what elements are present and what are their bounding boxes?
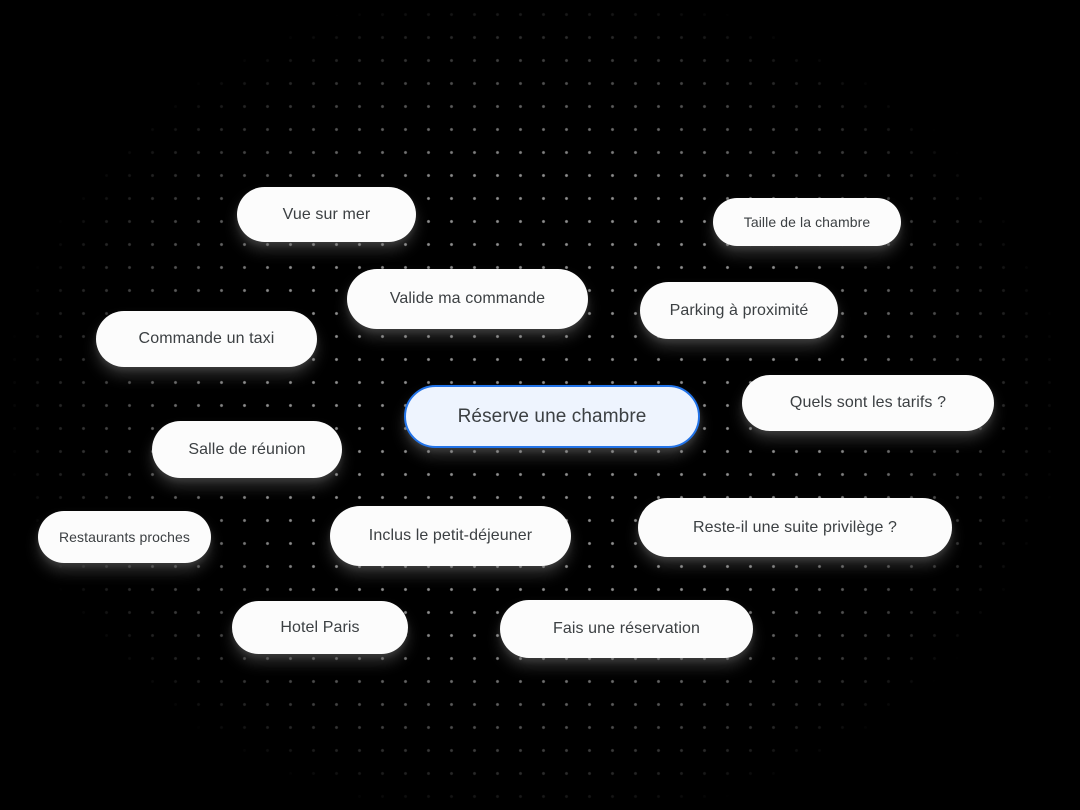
intent-pill-reste-il-une-suite-privilege[interactable]: Reste-il une suite privilège ?: [638, 498, 952, 557]
intent-pill-label: Réserve une chambre: [457, 405, 647, 427]
intent-pill-inclus-le-petit-dejeuner[interactable]: Inclus le petit-déjeuner: [330, 506, 571, 566]
intent-pill-valide-ma-commande[interactable]: Valide ma commande: [347, 269, 588, 329]
intent-pill-label: Reste-il une suite privilège ?: [693, 518, 897, 536]
intent-pill-taille-de-la-chambre[interactable]: Taille de la chambre: [713, 198, 901, 246]
intent-pill-label: Valide ma commande: [389, 290, 546, 307]
intent-pill-label: Restaurants proches: [58, 529, 191, 545]
intent-pill-label: Salle de réunion: [188, 440, 306, 458]
intent-pill-label: Quels sont les tarifs ?: [789, 394, 947, 411]
intent-pill-restaurants-proches[interactable]: Restaurants proches: [38, 511, 211, 563]
intent-pill-label: Parking à proximité: [669, 301, 809, 319]
intent-pill-salle-de-reunion[interactable]: Salle de réunion: [152, 421, 342, 478]
intent-pill-label: Taille de la chambre: [743, 214, 871, 230]
intent-pill-quels-sont-les-tarifs[interactable]: Quels sont les tarifs ?: [742, 375, 994, 431]
intent-pill-fais-une-reservation[interactable]: Fais une réservation: [500, 600, 753, 658]
intent-pill-label: Hotel Paris: [280, 618, 360, 636]
intent-pill-label: Fais une réservation: [553, 620, 700, 637]
intent-pill-commande-un-taxi[interactable]: Commande un taxi: [96, 311, 317, 367]
intent-pill-label: Vue sur mer: [282, 205, 371, 223]
intent-pill-hotel-paris[interactable]: Hotel Paris: [232, 601, 408, 654]
intent-pill-vue-sur-mer[interactable]: Vue sur mer: [237, 187, 416, 242]
intent-pill-reserve-une-chambre[interactable]: Réserve une chambre: [404, 385, 700, 448]
intent-pill-label: Inclus le petit-déjeuner: [368, 527, 533, 544]
intent-pill-label: Commande un taxi: [138, 330, 275, 347]
intent-pill-parking-a-proximite[interactable]: Parking à proximité: [640, 282, 838, 339]
